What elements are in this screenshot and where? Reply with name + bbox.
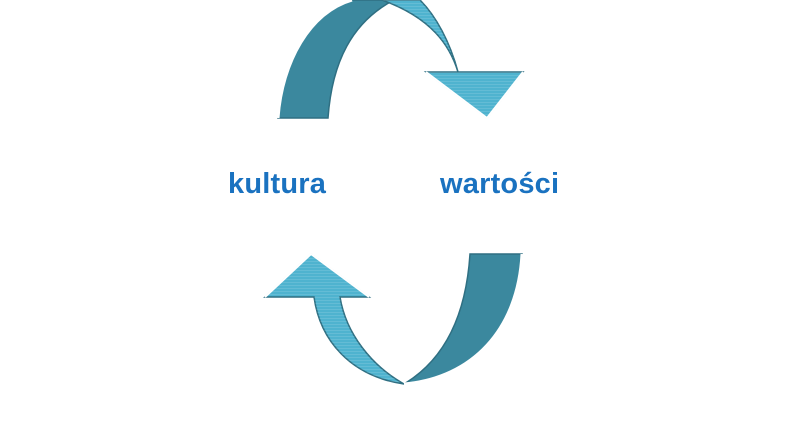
top-arrow-highlight-head — [425, 71, 524, 120]
edge-arrow-top — [276, 0, 525, 120]
top-arrow-dark-band — [277, 0, 395, 119]
top-arrow-highlight — [276, 0, 353, 119]
node-label-wartosci: wartości — [440, 168, 560, 200]
node-label-kultura: kultura — [228, 168, 327, 200]
edge-arrow-bottom — [263, 252, 524, 386]
bottom-arrow-highlight — [403, 253, 524, 386]
bottom-arrow-light-stripes — [265, 254, 404, 384]
bottom-arrow-highlight-head — [264, 252, 370, 298]
top-arrow-light-stripes — [382, 0, 523, 118]
